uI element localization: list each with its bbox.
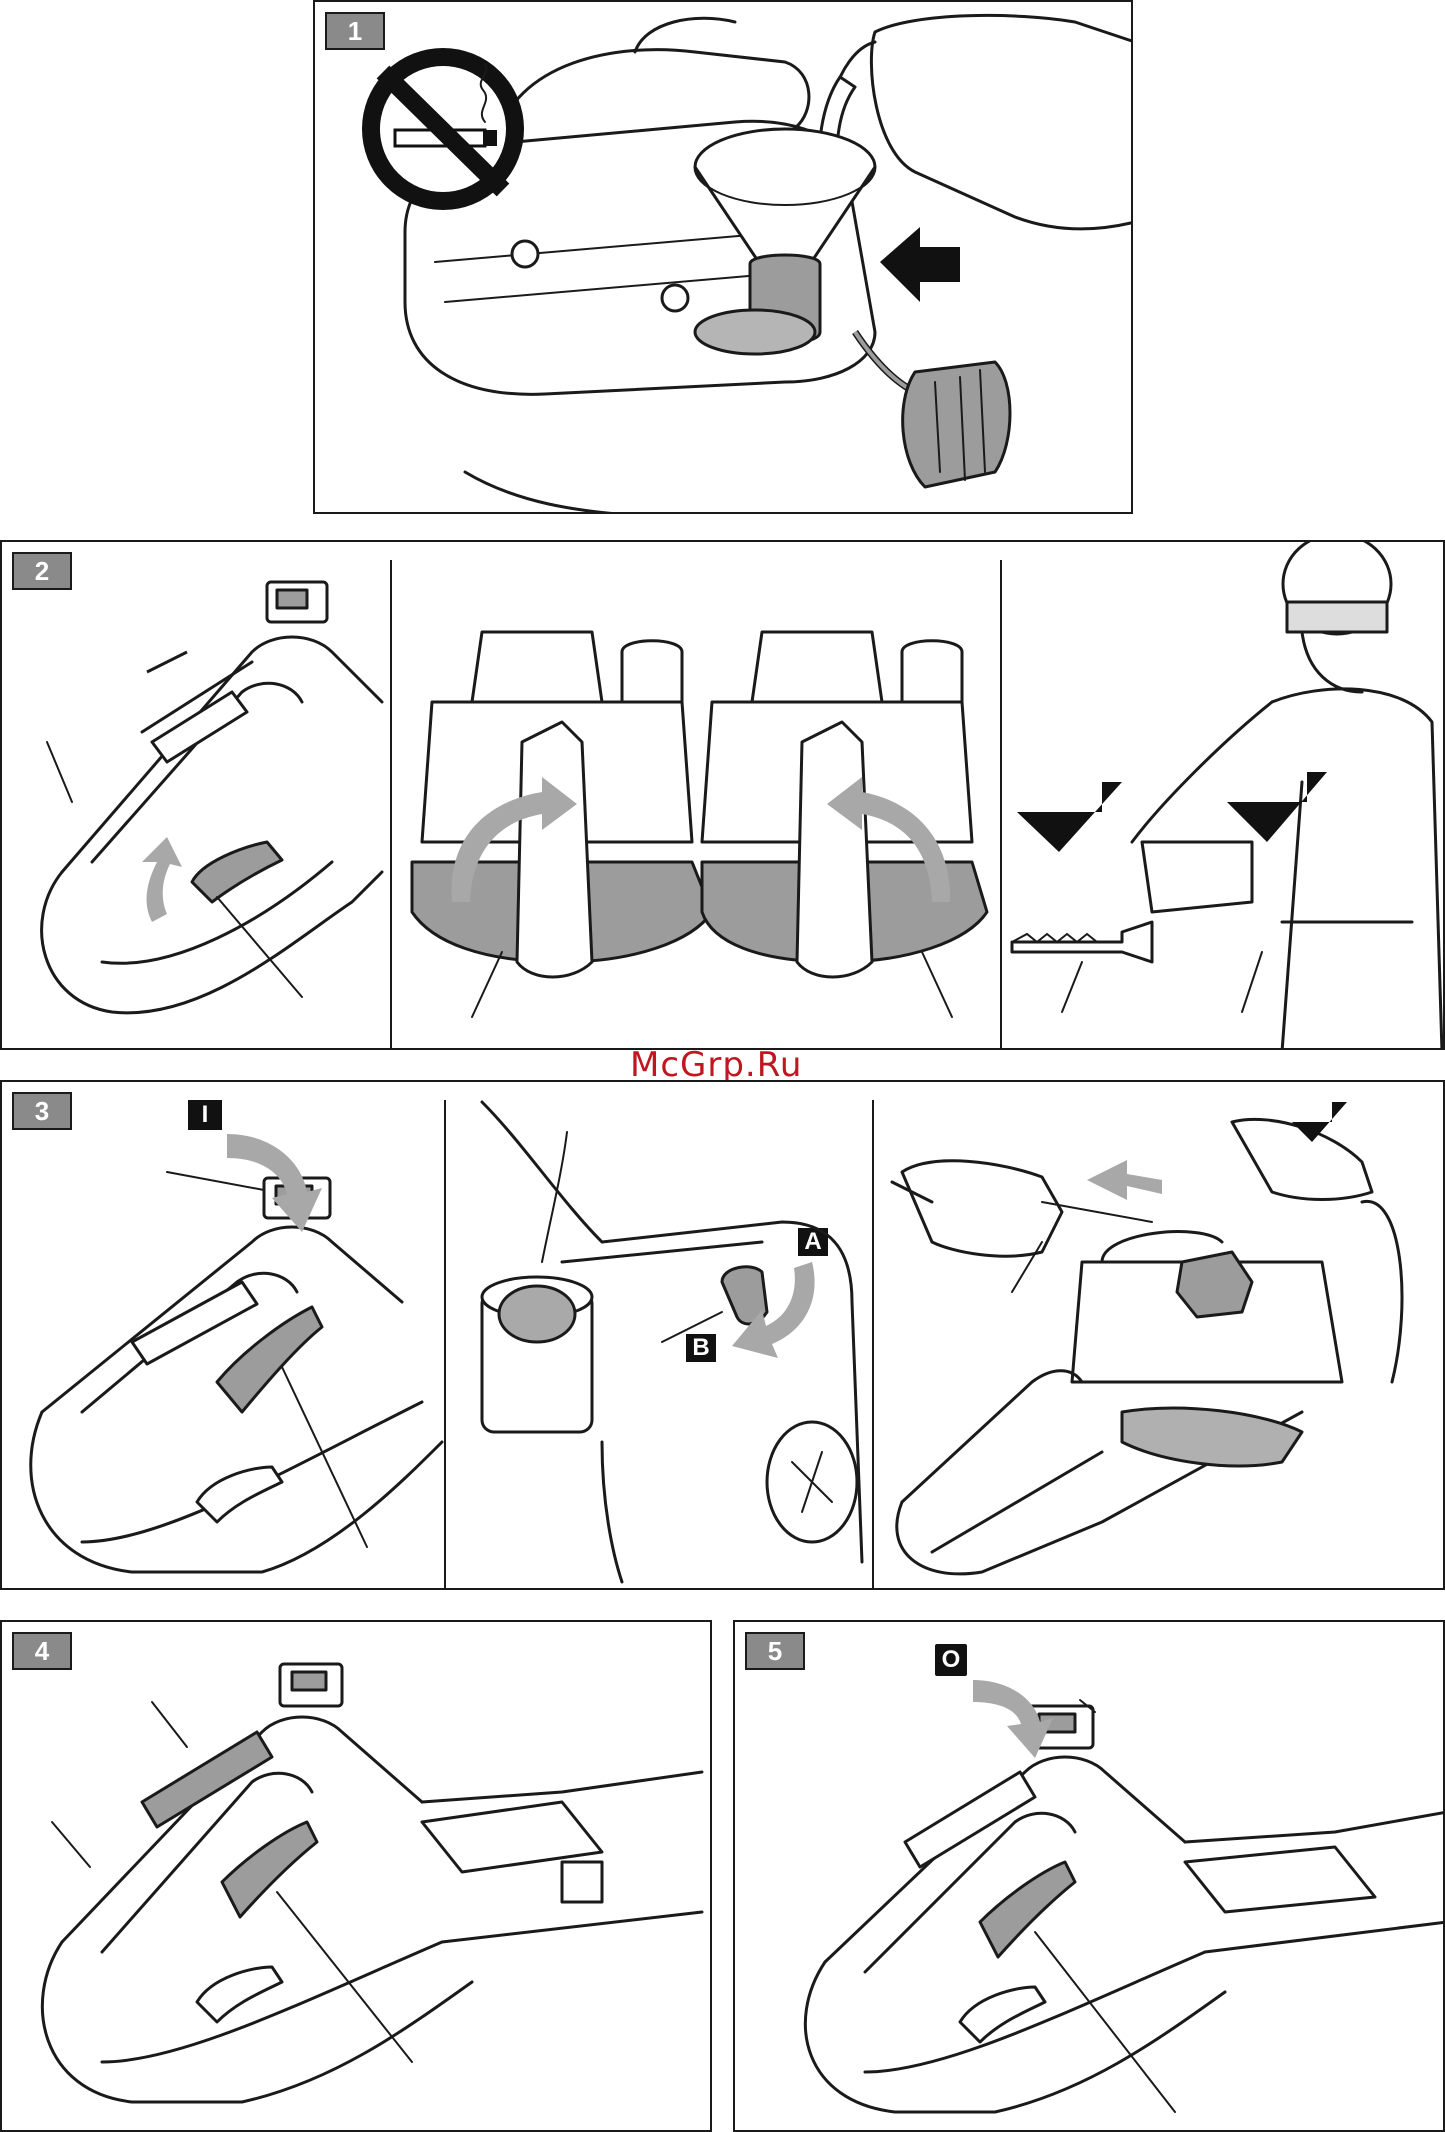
pull-starter-cord [892, 1102, 1402, 1574]
throttle-illustration [2, 1622, 712, 2132]
push-arrow-icon [880, 227, 960, 302]
step-number-badge: 1 [325, 12, 385, 50]
step-5-panel: 5 O [733, 1620, 1445, 2132]
step-3-panel: 3 I A B [0, 1080, 1445, 1590]
fuel-cap-icon [855, 332, 1010, 487]
primer-and-choke-detail [482, 1102, 862, 1582]
fuel-funnel-icon [695, 129, 875, 354]
handle-with-lever [42, 582, 382, 1013]
watermark-text: McGrp.Ru [630, 1045, 802, 1085]
step-number-badge: 2 [12, 552, 72, 590]
handle-on-switch [31, 1134, 442, 1572]
step-number-badge: 3 [12, 1092, 72, 1130]
step-number-badge: 5 [745, 1632, 805, 1670]
step-1-panel: 1 [313, 0, 1133, 514]
operator-holding-trimmer [1012, 540, 1442, 1050]
refuel-illustration [315, 2, 1133, 514]
step-2-panel: 2 [0, 540, 1445, 1050]
step-4-panel: 4 [0, 1620, 712, 2132]
stop-illustration [735, 1622, 1445, 2132]
start-procedure-illustrations [2, 1082, 1445, 1590]
step-number-badge: 4 [12, 1632, 72, 1670]
start-position-illustrations [2, 542, 1445, 1050]
no-smoking-icon [371, 57, 515, 201]
engine-choke-positions [412, 632, 987, 1017]
